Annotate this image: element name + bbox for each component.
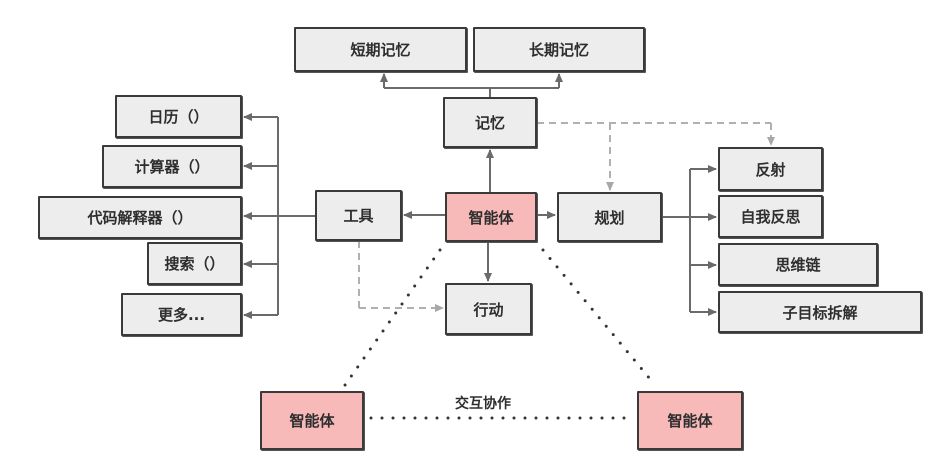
tool-item-label: 搜索（） (164, 255, 225, 273)
memory-label: 记忆 (474, 114, 505, 132)
planning-item-label: 反射 (755, 160, 786, 179)
edge-memory-to-subtypes (380, 73, 563, 97)
planning-item-chain-of-thought[interactable]: 思维链 (718, 243, 878, 286)
edge-memory-to-planning-dashed (537, 122, 775, 191)
planning-item-label: 自我反思 (740, 208, 801, 226)
long-term-memory-label: 长期记忆 (528, 41, 589, 59)
tool-item-label: 日历（） (148, 108, 209, 126)
short-term-memory-label: 短期记忆 (350, 41, 411, 59)
tool-item-calculator[interactable]: 计算器（） (102, 145, 242, 188)
edge-collaboration-dotted (343, 248, 657, 420)
edge-tools-to-items (243, 113, 315, 319)
planning-node[interactable]: 规划 (557, 192, 662, 242)
tool-item-label: 更多... (157, 306, 206, 324)
collaboration-label: 交互协作 (455, 396, 511, 412)
agent-node-left[interactable]: 智能体 (260, 391, 364, 450)
tool-item-more[interactable]: 更多... (121, 293, 242, 336)
edge-planning-to-items (662, 165, 717, 316)
tools-label: 工具 (343, 207, 374, 225)
tool-item-search[interactable]: 搜索（） (147, 242, 242, 285)
short-term-memory-node[interactable]: 短期记忆 (294, 27, 467, 72)
planning-label: 规划 (594, 208, 625, 227)
planning-item-label: 思维链 (775, 256, 821, 274)
agent-label: 智能体 (468, 208, 514, 227)
planning-item-subgoal-decomposition[interactable]: 子目标拆解 (718, 291, 922, 333)
edge-tools-to-action-dashed (358, 241, 444, 312)
agent-node-right[interactable]: 智能体 (637, 391, 743, 450)
tool-item-label: 代码解释器（） (87, 209, 193, 227)
agent-right-label: 智能体 (667, 412, 713, 430)
tools-node[interactable]: 工具 (315, 190, 402, 241)
tool-item-calendar[interactable]: 日历（） (115, 95, 242, 138)
action-label: 行动 (473, 300, 504, 319)
planning-item-label: 子目标拆解 (782, 303, 858, 322)
agent-node[interactable]: 智能体 (445, 192, 537, 242)
agent-left-label: 智能体 (289, 412, 335, 430)
planning-item-reflection[interactable]: 反射 (718, 147, 823, 191)
tool-item-code-interpreter[interactable]: 代码解释器（） (38, 196, 242, 239)
long-term-memory-node[interactable]: 长期记忆 (473, 27, 645, 72)
planning-item-self-critique[interactable]: 自我反思 (718, 195, 823, 238)
memory-node[interactable]: 记忆 (443, 97, 537, 148)
action-node[interactable]: 行动 (445, 283, 532, 335)
tool-item-label: 计算器（） (134, 158, 210, 176)
